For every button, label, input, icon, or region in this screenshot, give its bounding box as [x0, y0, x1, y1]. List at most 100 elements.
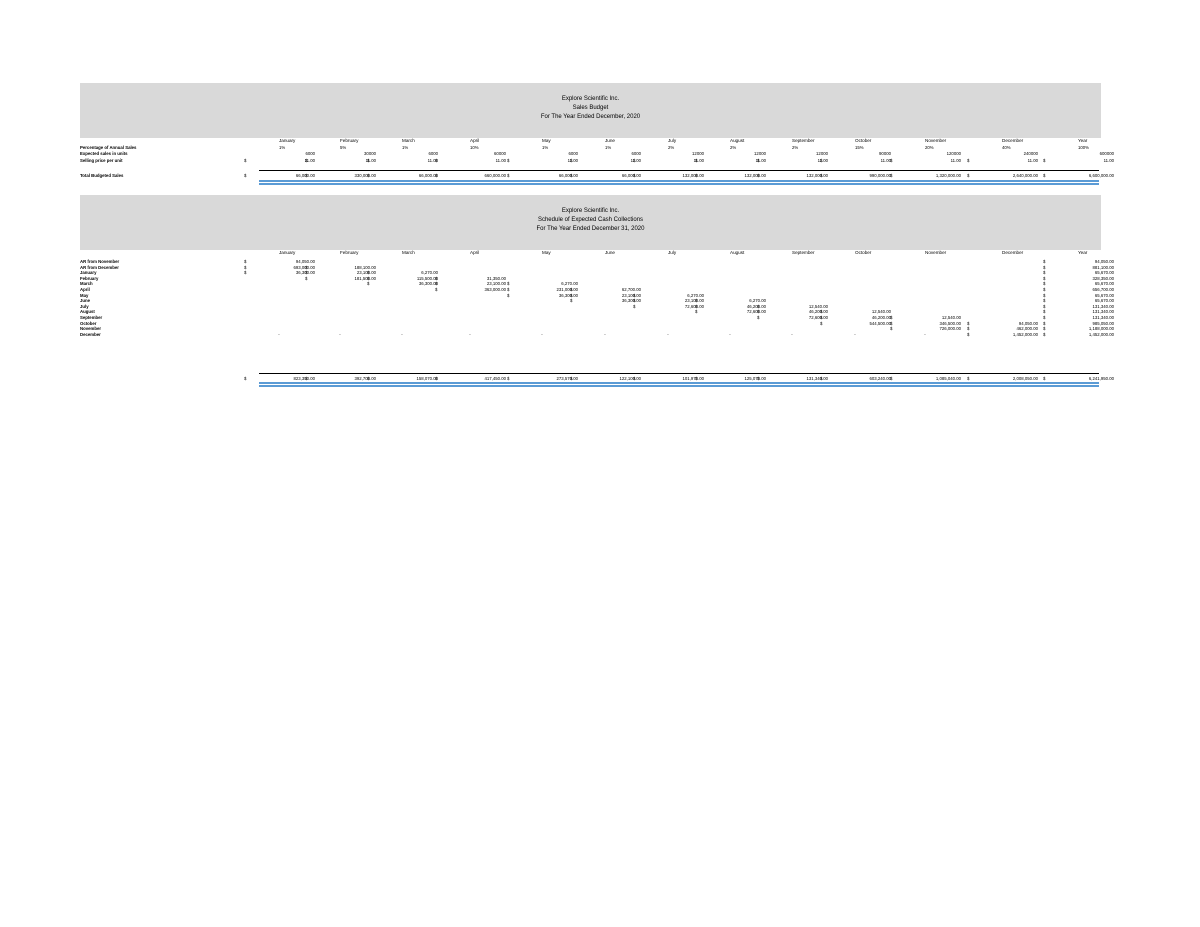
cell-value: 125,070.00: [744, 376, 766, 381]
cell-value: 600000: [1099, 151, 1114, 156]
cell-value: 101,970.00: [682, 376, 704, 381]
row-label: March: [80, 281, 93, 287]
dollar-sign: $: [244, 259, 247, 264]
dollar-sign: $: [244, 158, 247, 163]
cell-value: 11.00: [567, 158, 578, 163]
dollar-sign: $: [305, 264, 308, 270]
dollar-sign: $: [633, 298, 636, 304]
sales-month-may: May: [542, 138, 551, 143]
row-label: October: [80, 320, 97, 326]
dollar-sign: $: [570, 298, 573, 304]
cell-value: 181,500.00: [354, 275, 376, 281]
cell-value: 11.00: [1027, 158, 1038, 163]
row-label: August: [80, 309, 95, 315]
cell-value: 36,300.00: [418, 281, 438, 287]
cash-month-april: April: [470, 250, 480, 255]
sales-month-august: August: [730, 138, 745, 143]
dollar-sign: $: [1043, 376, 1046, 381]
cell-value: -: [854, 331, 856, 337]
cell-value: 115,500.00: [416, 275, 438, 281]
dollar-sign: $: [820, 315, 823, 320]
dollar-sign: $: [1043, 331, 1046, 337]
cell-value: 65,670.00: [1094, 270, 1114, 276]
cash-month-august: August: [730, 250, 745, 255]
cell-value: 46,200.00: [808, 309, 828, 315]
dollar-sign: $: [435, 376, 438, 381]
cell-value: 544,500.00: [869, 320, 891, 326]
dollar-sign: $: [1043, 309, 1046, 315]
dollar-sign: $: [570, 376, 573, 381]
cell-value: 12,540.00: [941, 315, 961, 320]
cell-value: 693,000.00: [293, 264, 315, 270]
dollar-sign: $: [820, 158, 823, 163]
cell-value: 2%: [668, 145, 675, 150]
dollar-sign: $: [435, 275, 438, 281]
dollar-sign: $: [695, 298, 698, 304]
cell-value: 823,350.00: [293, 376, 315, 381]
sales-month-july: July: [668, 138, 677, 143]
sales-month-february: February: [340, 138, 359, 143]
sales-month-november: November: [925, 138, 947, 143]
cell-value: -: [667, 331, 669, 337]
dollar-sign: $: [570, 292, 573, 298]
cell-value: 36,300.00: [558, 292, 578, 298]
dollar-sign: $: [890, 376, 893, 381]
dollar-sign: $: [435, 281, 438, 287]
cell-value: 2%: [792, 145, 799, 150]
cell-value: 12000: [754, 151, 766, 156]
cell-value: 363,000.00: [484, 287, 506, 292]
cell-value: 1,085,040.00: [935, 376, 961, 381]
cell-value: 31,350.00: [486, 275, 506, 281]
dollar-sign: $: [967, 331, 970, 337]
dollar-sign: $: [1043, 270, 1046, 276]
cell-value: 392,700.00: [354, 376, 376, 381]
cell-value: 65,670.00: [1094, 292, 1114, 298]
dollar-sign: $: [1043, 173, 1046, 178]
dollar-sign: $: [435, 158, 438, 163]
cell-value: 1,188,000.00: [1088, 326, 1114, 332]
cell-value: 15%: [855, 145, 864, 150]
cell-value: 11.00: [880, 158, 891, 163]
cell-value: 40%: [1002, 145, 1011, 150]
cell-value: 23,100.00: [486, 281, 506, 287]
cell-value: 1,452,000.00: [1088, 331, 1114, 337]
dollar-sign: $: [244, 173, 247, 178]
cell-value: 11.00: [817, 158, 828, 163]
subtotal-rule: [259, 170, 1099, 171]
cash-month-may: May: [542, 250, 551, 255]
row-label: January: [80, 270, 97, 276]
dollar-sign: $: [367, 270, 370, 276]
dollar-sign: $: [633, 303, 636, 309]
row-label: February: [80, 275, 99, 281]
dollar-sign: $: [305, 173, 308, 178]
dollar-sign: $: [367, 173, 370, 178]
dollar-sign: $: [1043, 292, 1046, 298]
dollar-sign: $: [1043, 264, 1046, 270]
cell-value: 132,000.00: [744, 173, 766, 178]
row-label: April: [80, 287, 90, 292]
cash-row: December-----------1,452,000.00$1,452,00…: [80, 331, 1114, 338]
cell-value: 12000: [692, 151, 704, 156]
row-label: May: [80, 292, 89, 298]
dollar-sign: $: [1043, 320, 1046, 326]
cash-collections-company: Explore Scientific Inc.: [561, 208, 620, 214]
cell-value: 881,100.00: [1092, 264, 1114, 270]
row-label: Percentage of Annual Sales: [80, 145, 137, 150]
sales-month-january: January: [279, 138, 296, 143]
dollar-sign: $: [757, 315, 760, 320]
cash-month-december: December: [1002, 250, 1024, 255]
row-label: Expected sales in units: [80, 151, 128, 156]
dollar-sign: $: [1043, 259, 1046, 264]
dollar-sign: $: [507, 281, 510, 287]
subtotal-rule: [259, 373, 1099, 374]
cell-value: 346,500.00: [939, 320, 961, 326]
dollar-sign: $: [305, 275, 308, 281]
dollar-sign: $: [695, 158, 698, 163]
dollar-sign: $: [890, 320, 893, 326]
total-double-underline: [259, 180, 1099, 182]
cell-value: 660,000.00: [484, 173, 506, 178]
cell-value: 985,050.00: [1092, 320, 1114, 326]
cell-value: 11.00: [365, 158, 376, 163]
